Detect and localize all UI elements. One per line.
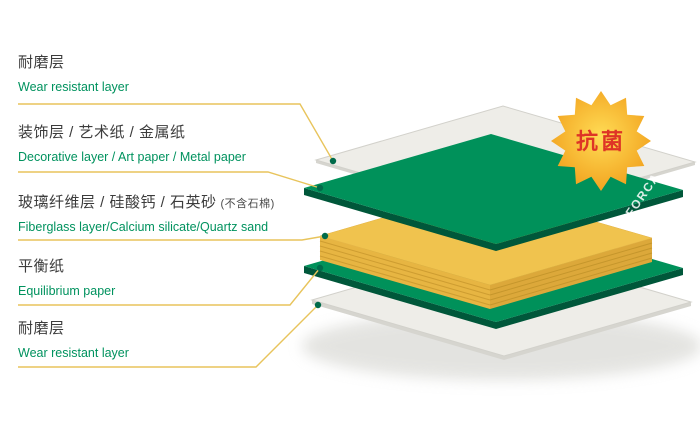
leader-line-fiberglass bbox=[18, 235, 326, 241]
layer-dot bbox=[329, 157, 337, 165]
layer-dot bbox=[314, 301, 322, 309]
core-front-face bbox=[320, 236, 490, 309]
layer-dot bbox=[316, 264, 324, 272]
core-right-face bbox=[490, 238, 652, 309]
leader-lines bbox=[18, 103, 334, 368]
leader-line-wear-bottom bbox=[18, 304, 319, 368]
leader-line-decorative bbox=[18, 171, 321, 189]
leader-line-equilibrium bbox=[18, 267, 321, 306]
leader-line-wear-top bbox=[18, 103, 334, 162]
layer-dots bbox=[314, 157, 337, 309]
badge-text: 抗菌 bbox=[576, 129, 626, 154]
layer-dot bbox=[321, 232, 329, 240]
core-right-laminate-lines bbox=[489, 242, 653, 306]
starburst-shape bbox=[551, 91, 651, 191]
antibacterial-badge: 抗菌 bbox=[551, 91, 651, 191]
core-front-laminate-lines bbox=[319, 240, 491, 306]
sheet-face bbox=[304, 134, 683, 244]
layer-dot bbox=[316, 184, 324, 192]
